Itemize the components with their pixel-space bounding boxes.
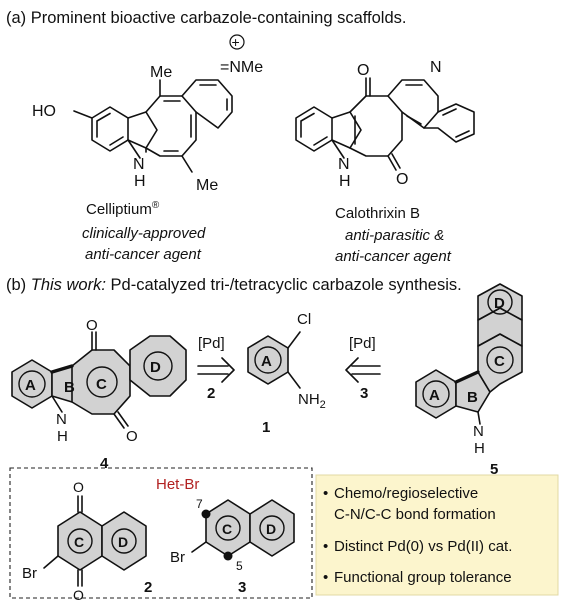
compound-5-number: 5 [490,461,498,478]
arrow-left-reagent: 2 [207,385,215,402]
c1-nh2: NH2 [298,391,326,411]
compound-1-structure: Cl NH2 A [247,311,326,411]
atom-h: H [134,173,146,190]
c3-br: Br [170,549,185,566]
arrow-right-catalyst: [Pd] [349,335,376,352]
position-5-marker [223,551,233,561]
compound-4-structure: O O N H A B C D [11,317,187,445]
atom-o-top: O [357,62,369,79]
c2-o-bottom: O [73,587,84,602]
calothrixin-structure: O O N N H [295,59,475,190]
position-7-marker [201,509,211,519]
atom-n-ring: N [430,59,442,76]
calothrixin-desc-2: anti-cancer agent [335,248,452,265]
charge-plus: + [232,34,240,50]
compound-2-number: 2 [144,579,152,596]
c5-ring-c: C [494,353,505,370]
c3-pos-5: 5 [236,559,243,573]
c4-h: H [57,428,68,445]
atom-nme: =NMe [220,59,263,76]
c4-ring-c: C [96,376,107,393]
c4-o-top: O [86,317,98,334]
atom-nh-h: H [339,173,351,190]
celliptium-desc-2: anti-cancer agent [85,246,202,263]
compound-1-number: 1 [262,419,270,436]
celliptium-structure: HO N H Me Me =NMe + [32,34,263,194]
feature-2: Distinct Pd(0) vs Pd(II) cat. [334,538,512,555]
atom-nh-n: N [338,156,350,173]
c3-ring-d: D [266,521,276,537]
c3-pos-7: 7 [196,497,203,511]
atom-n: N [133,156,145,173]
calothrixin-desc-1: anti-parasitic & [345,227,444,244]
c4-ring-b: B [64,379,75,396]
c1-ring-a: A [261,353,272,370]
c5-ring-b: B [467,389,478,406]
methyl-top: Me [150,64,172,81]
compound-3-structure: 7 5 Br C D [170,497,295,573]
retro-arrow-left-icon [197,357,235,383]
c1-cl: Cl [297,311,311,328]
c2-o-top: O [73,479,84,495]
compound-3-number: 3 [238,579,246,596]
c5-n: N [473,423,484,440]
section-a-title: (a) Prominent bioactive carbazole-contai… [6,9,407,27]
c4-o-bottom: O [126,428,138,445]
feature-bullet-2: • [323,538,328,555]
celliptium-desc-1: clinically-approved [82,225,206,242]
c3-ring-c: C [222,521,232,537]
compound-4-number: 4 [100,455,109,472]
c5-h: H [474,440,485,457]
het-br-title: Het-Br [156,476,199,493]
c2-br: Br [22,565,37,582]
section-b-title: (b) This work: Pd-catalyzed tri-/tetracy… [6,276,462,294]
positive-charge-icon [229,34,245,50]
feature-1-line-1: Chemo/regioselective [334,485,478,502]
feature-3: Functional group tolerance [334,569,512,586]
atom-ho: HO [32,103,56,120]
c5-ring-d: D [494,295,505,312]
het-br-box [9,467,313,599]
calothrixin-name: Calothrixin B [335,205,420,222]
arrow-left-catalyst: [Pd] [198,335,225,352]
c5-ring-a: A [429,387,440,404]
features-box [315,474,559,596]
c2-ring-d: D [118,534,128,550]
feature-1-line-2: C-N/C-C bond formation [334,506,496,523]
c4-n: N [56,411,67,428]
c2-ring-c: C [74,534,84,550]
compound-2-structure: O O Br C D [22,479,147,602]
atom-o-bottom: O [396,171,408,188]
feature-bullet-3: • [323,569,328,586]
feature-bullet-1: • [323,485,328,502]
c4-ring-d: D [150,359,161,376]
methyl-bottom: Me [196,177,218,194]
arrow-right-reagent: 3 [360,385,368,402]
celliptium-name: Celliptium® [86,200,160,218]
compound-5-structure: N H A B C D [415,283,523,457]
c4-ring-a: A [25,377,36,394]
retro-arrow-right-icon [345,357,381,383]
